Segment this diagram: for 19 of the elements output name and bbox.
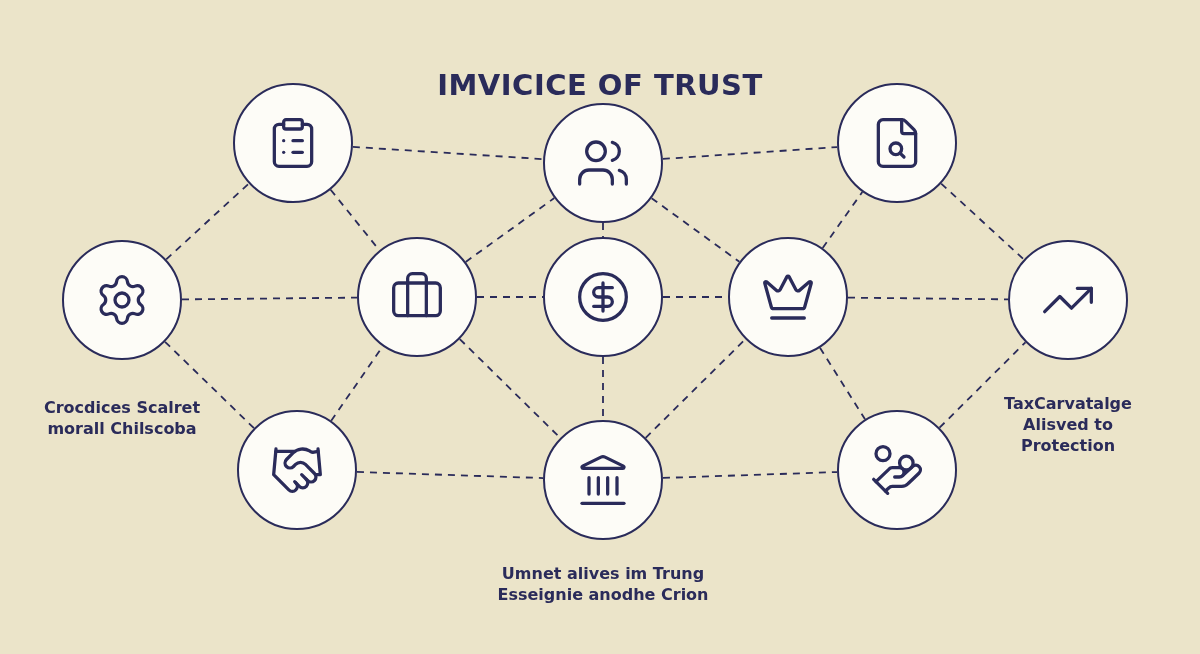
dashed-connector (662, 471, 838, 479)
dashed-connector (181, 296, 358, 301)
caption-text: TaxCarvatalge Alisved to Protection (1003, 394, 1133, 457)
dashed-connector (164, 340, 255, 430)
dashed-connector (650, 197, 741, 263)
title: IMVICICE OF TRUST (436, 68, 764, 102)
dashed-connector (165, 182, 250, 261)
dashed-connector (821, 191, 864, 249)
caption-text: Crocdices Scalret morall Chilscoba (42, 398, 202, 440)
dashed-connector (819, 346, 866, 421)
dashed-connector (602, 222, 604, 238)
dashed-connector (464, 197, 556, 263)
caption-text: Umnet alives im Trung Esseignie anodhe Crion (496, 564, 710, 606)
dashed-connector (661, 146, 839, 160)
dashed-connector (940, 182, 1025, 261)
dashed-connector (847, 296, 1009, 301)
dashed-connector (352, 145, 544, 161)
dashed-connector (938, 341, 1027, 429)
dashed-connector (356, 471, 544, 479)
